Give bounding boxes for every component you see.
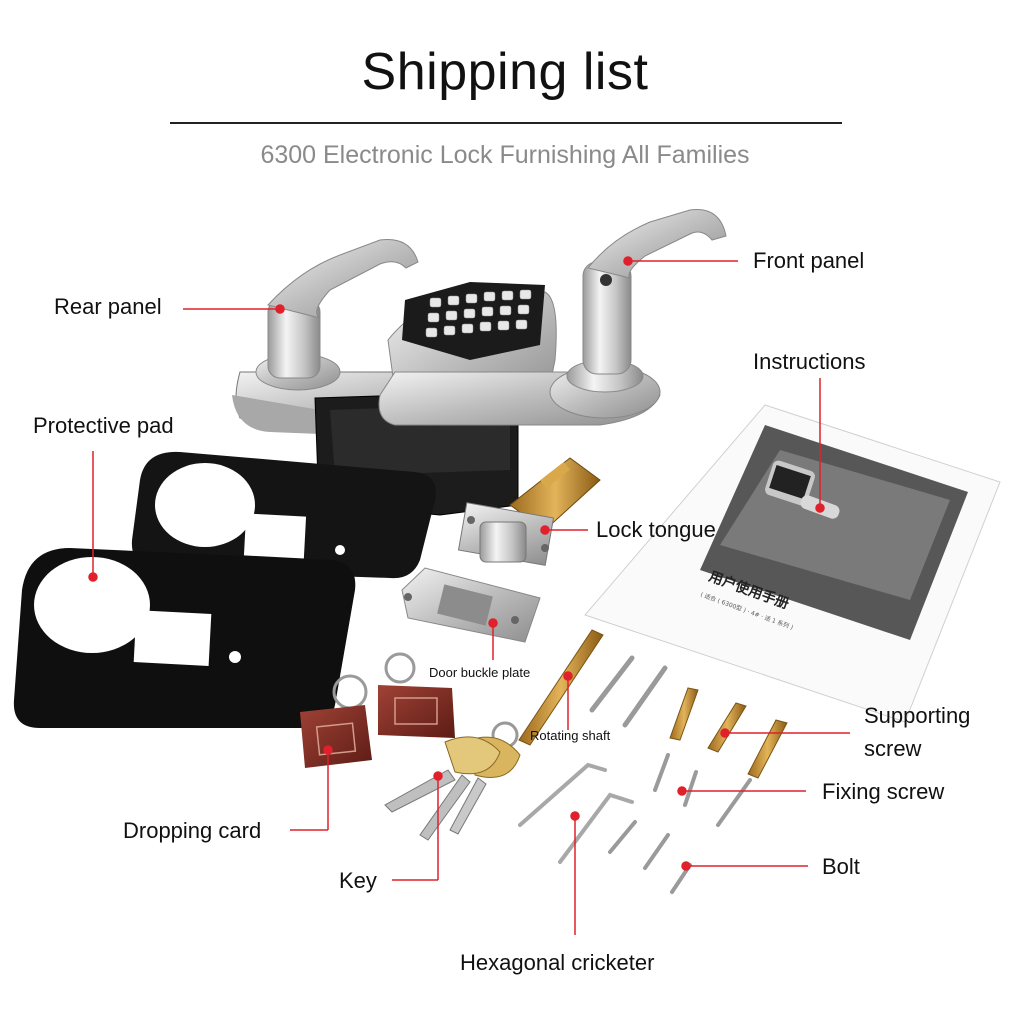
label-key: Key (339, 868, 377, 893)
label-dropping-card: Dropping card (123, 818, 262, 843)
label-rear-panel: Rear panel (54, 294, 162, 319)
label-supporting-screw-line2: screw (864, 736, 922, 761)
front-handle-lever (587, 209, 727, 279)
keypad-buttons (425, 289, 532, 338)
supporting-screws (669, 687, 788, 779)
label-lock-tongue: Lock tongue (596, 517, 716, 542)
label-instructions: Instructions (753, 349, 866, 374)
dropping-card-2 (378, 652, 455, 738)
label-supporting-screw-line1: Supporting (864, 703, 971, 728)
protective-pad-front (13, 548, 356, 728)
page-title: Shipping list (361, 43, 649, 101)
fixing-screws (653, 753, 752, 827)
leader-lines (88, 256, 850, 935)
rear-base-rim (232, 395, 320, 434)
label-hexagonal-cricketer: Hexagonal cricketer (460, 950, 655, 975)
lock-tongue (457, 457, 601, 566)
title-divider (170, 122, 842, 124)
rotating-shaft (518, 629, 604, 746)
keys (384, 721, 521, 841)
protective-pad-back (131, 451, 436, 579)
label-fixing-screw: Fixing screw (822, 779, 945, 804)
bolts (608, 820, 692, 894)
label-bolt: Bolt (822, 854, 860, 879)
label-door-buckle-plate: Door buckle plate (429, 665, 531, 680)
door-buckle-plate (401, 567, 541, 643)
label-protective-pad: Protective pad (33, 413, 174, 438)
label-rotating-shaft: Rotating shaft (530, 728, 611, 743)
rear-handle-lever (267, 238, 419, 319)
instructions-manual: 用户使用手册 ( 适合 ( 6300型 ) · 4# · 适 1 系列 ) (584, 404, 1001, 723)
hexagonal-cricketers (518, 762, 634, 864)
dropping-card-1 (300, 674, 372, 768)
label-front-panel: Front panel (753, 248, 865, 273)
page-subtitle: 6300 Electronic Lock Furnishing All Fami… (260, 141, 750, 169)
keyhole (600, 274, 612, 286)
long-screws (589, 655, 668, 728)
